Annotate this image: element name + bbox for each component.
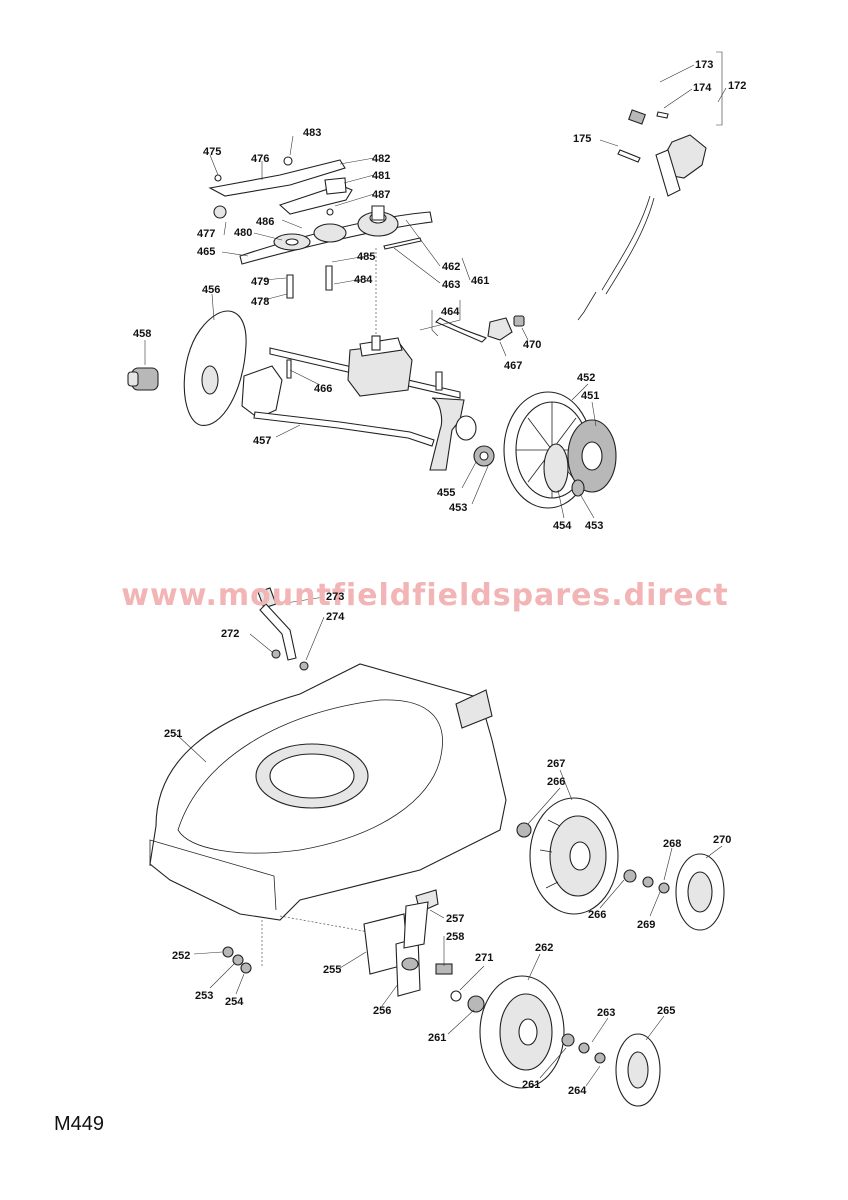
callout-258: 258 — [446, 931, 465, 943]
callout-452: 452 — [577, 372, 596, 384]
callout-262: 262 — [535, 942, 554, 954]
callout-475: 475 — [203, 146, 222, 158]
drive-control-lever — [577, 109, 707, 321]
callout-261: 261 — [522, 1079, 541, 1091]
callout-264: 264 — [568, 1085, 587, 1097]
callout-267: 267 — [547, 758, 566, 770]
front-wheel-262 — [447, 953, 665, 1107]
front-height-bracket — [339, 889, 453, 1007]
callout-470: 470 — [523, 339, 542, 351]
callout-484: 484 — [354, 274, 373, 286]
callout-483: 483 — [303, 127, 322, 139]
drive-disc-456 — [183, 293, 247, 426]
callout-251: 251 — [164, 728, 183, 740]
callout-265: 265 — [657, 1005, 676, 1017]
callout-467: 467 — [504, 360, 523, 372]
callout-453: 453 — [585, 520, 604, 532]
callout-252: 252 — [172, 950, 191, 962]
callout-268: 268 — [663, 838, 682, 850]
callout-173: 173 — [695, 59, 714, 71]
rear-wheel-267 — [516, 769, 725, 931]
callout-255: 255 — [323, 964, 342, 976]
linkage-plates — [208, 156, 353, 219]
callout-466: 466 — [314, 383, 333, 395]
callout-486: 486 — [256, 216, 275, 228]
callout-263: 263 — [597, 1007, 616, 1019]
callout-461: 461 — [471, 275, 490, 287]
callout-478: 478 — [251, 296, 270, 308]
callout-451: 451 — [581, 390, 600, 402]
watermark-text: www.mountfieldfieldspares.direct — [121, 578, 729, 613]
callout-482: 482 — [372, 153, 391, 165]
drive-belt-and-pulleys — [239, 205, 433, 265]
callout-462: 462 — [442, 261, 461, 273]
callout-457: 457 — [253, 435, 272, 447]
callout-485: 485 — [357, 251, 376, 263]
callout-254: 254 — [225, 996, 244, 1008]
diagram-code: M449 — [54, 1113, 105, 1135]
callout-458: 458 — [133, 328, 152, 340]
callout-464: 464 — [441, 306, 460, 318]
callout-270: 270 — [713, 834, 732, 846]
callout-476: 476 — [251, 153, 270, 165]
callout-274: 274 — [326, 611, 345, 623]
callout-465: 465 — [197, 246, 216, 258]
callout-273: 273 — [326, 591, 345, 603]
callout-454: 454 — [553, 520, 572, 532]
pinion-458 — [127, 340, 159, 391]
callout-487: 487 — [372, 189, 391, 201]
callout-453: 453 — [449, 502, 468, 514]
rear-axle-rod-457 — [241, 365, 435, 447]
callout-253: 253 — [195, 990, 214, 1002]
gearbox-and-axle — [269, 300, 487, 471]
callout-272: 272 — [221, 628, 240, 640]
callout-261: 261 — [428, 1032, 447, 1044]
callout-174: 174 — [693, 82, 712, 94]
callout-479: 479 — [251, 276, 270, 288]
callout-463: 463 — [442, 279, 461, 291]
callout-271: 271 — [475, 952, 494, 964]
callout-480: 480 — [234, 227, 253, 239]
callout-455: 455 — [437, 487, 456, 499]
callout-175: 175 — [573, 133, 592, 145]
mower-deck-251 — [149, 663, 507, 966]
callout-257: 257 — [446, 913, 465, 925]
callout-269: 269 — [637, 919, 656, 931]
callout-456: 456 — [202, 284, 221, 296]
callout-266: 266 — [547, 776, 566, 788]
rear-wheel-gear-assembly — [461, 383, 617, 519]
callout-481: 481 — [372, 170, 391, 182]
height-adjust-lever — [249, 587, 325, 671]
callout-477: 477 — [197, 228, 216, 240]
callout-256: 256 — [373, 1005, 392, 1017]
callout-266: 266 — [588, 909, 607, 921]
callout-172: 172 — [728, 80, 747, 92]
